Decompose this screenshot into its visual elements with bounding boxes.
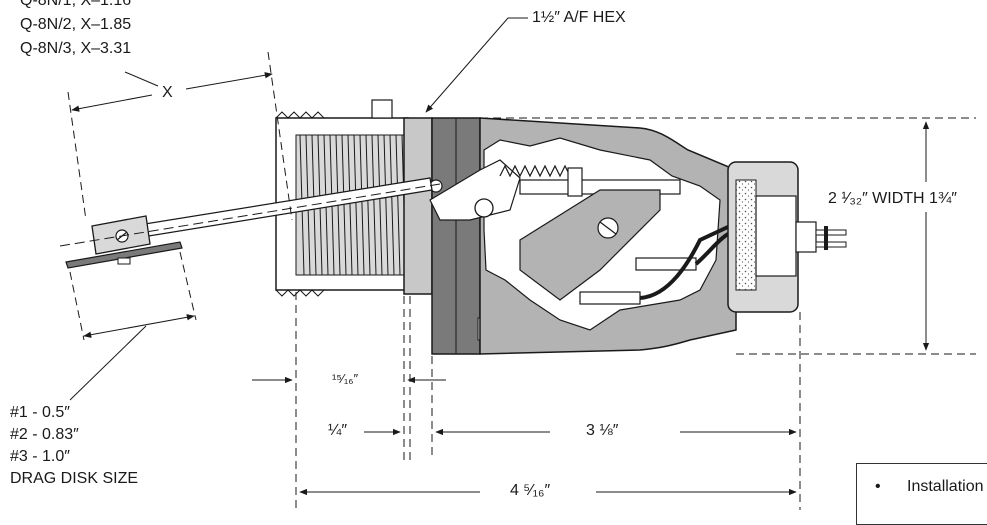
disk-size-caption: DRAG DISK SIZE bbox=[10, 470, 139, 487]
disk-size-3: #3 - 1.0″ bbox=[10, 448, 70, 465]
note-text: Installation bbox=[907, 478, 984, 495]
body-length-label: 3 ⅛″ bbox=[586, 422, 619, 439]
hex-flange bbox=[431, 117, 489, 355]
thread-line bbox=[353, 134, 359, 276]
thread-line bbox=[371, 134, 377, 276]
model-label-3: Q-8N/3, X–3.31 bbox=[20, 40, 132, 57]
hex-label: 1½″ A/F HEX bbox=[532, 9, 626, 26]
thread-line bbox=[395, 134, 401, 276]
x-dimension-label: X bbox=[162, 84, 173, 101]
terminal-cap bbox=[727, 161, 847, 313]
switch-housing bbox=[429, 117, 737, 355]
height-width-label: 2 ¹⁄₃₂″ WIDTH 1¾″ bbox=[828, 190, 957, 207]
thread-line bbox=[377, 134, 383, 276]
thread-line bbox=[347, 134, 353, 276]
actuator-rod bbox=[59, 177, 441, 269]
total-length-label: 4 ⁵⁄₁₆″ bbox=[510, 482, 551, 499]
model-label-1: Q-8N/1, X–1.16 bbox=[20, 0, 132, 9]
thread-line bbox=[389, 134, 395, 276]
thread-line bbox=[341, 134, 347, 276]
disk-size-1: #1 - 0.5″ bbox=[10, 404, 70, 421]
thread-line bbox=[383, 134, 389, 276]
disk-size-2: #2 - 0.83″ bbox=[10, 426, 79, 443]
threaded-fitting bbox=[275, 99, 433, 297]
thread-line bbox=[359, 134, 365, 276]
thread-line bbox=[365, 134, 371, 276]
quarter-inch-label: ¼″ bbox=[328, 422, 348, 439]
note-bullet: • bbox=[875, 478, 881, 495]
switch-drawing bbox=[59, 17, 976, 510]
model-label-2: Q-8N/2, X–1.85 bbox=[20, 16, 132, 33]
dimension-lines bbox=[67, 17, 976, 510]
thread-gap-label: ¹⁵⁄₁₆″ bbox=[332, 371, 359, 386]
note-box: • Installation bbox=[856, 463, 987, 525]
